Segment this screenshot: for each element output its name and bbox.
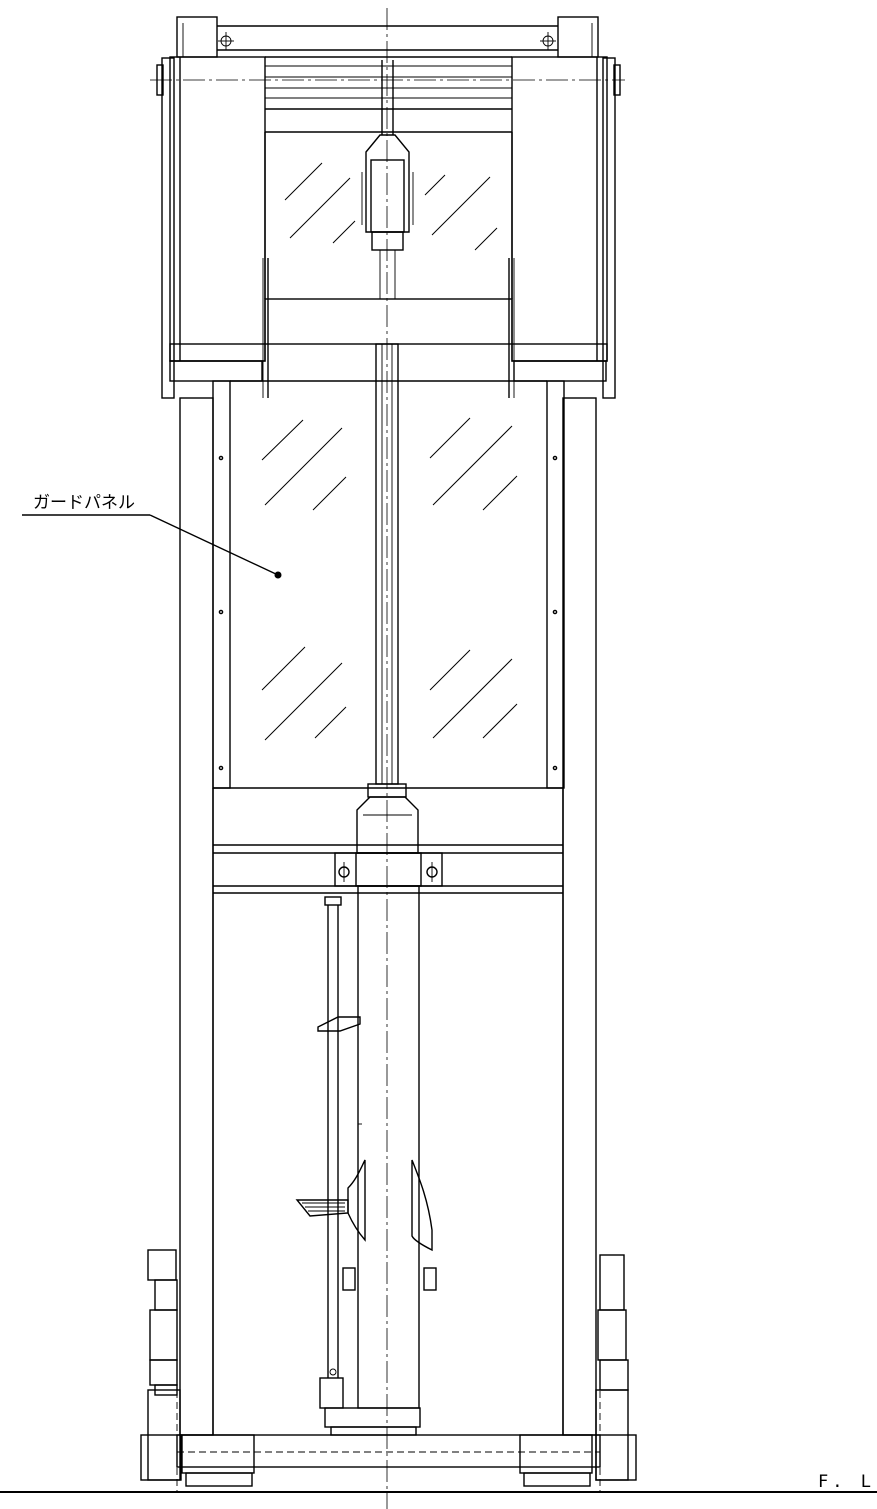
cylinder-clamp [334,852,443,887]
guard-panel [213,380,563,789]
guard-panel-leader [149,514,279,576]
guard-panel-callout: ガードパネル [22,493,282,579]
cylinder-head [361,60,414,299]
upper-glass-hatch [284,162,498,251]
lever-linkage [317,896,361,1409]
top-bolt-right [540,32,556,50]
panel-fasteners [218,455,558,771]
caster-right [595,1254,637,1492]
base-frame [176,1434,601,1487]
main-posts [179,380,597,1436]
upper-head-housing [150,56,625,399]
middle-cross-beams [212,788,564,1435]
guard-panel-label: ガードパネル [33,493,135,513]
guard-panel-leader-dot [274,571,282,579]
hydraulic-cylinder [324,783,421,1436]
floor-level-label: F. L [818,1472,875,1492]
top-bolt-left [218,32,234,50]
top-frame [176,16,599,58]
caster-left [140,1249,182,1492]
foot-pedal [295,1159,437,1291]
